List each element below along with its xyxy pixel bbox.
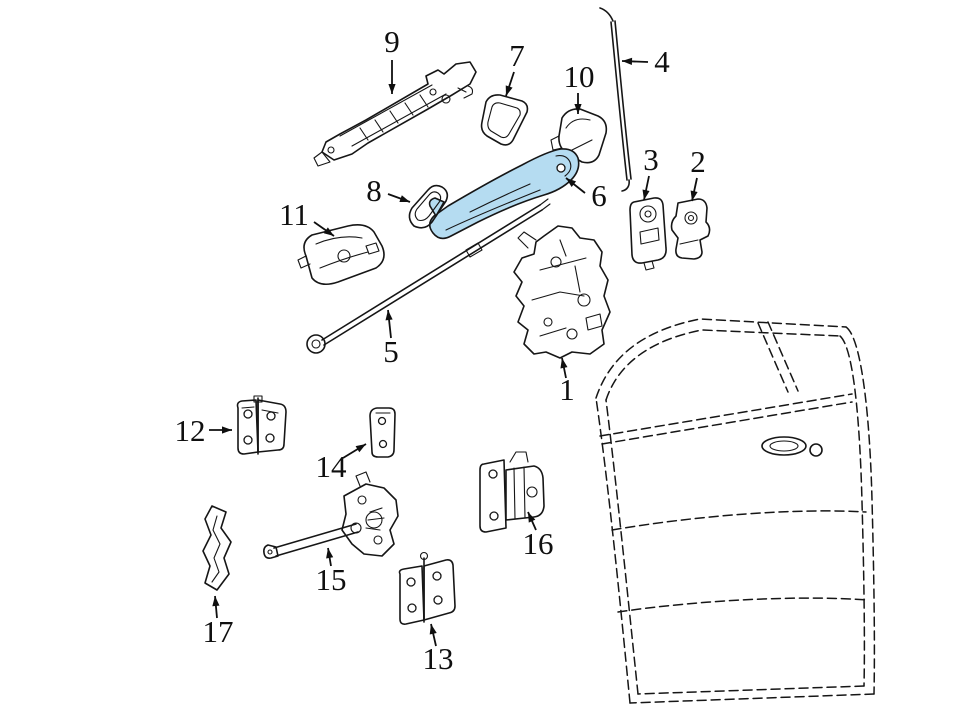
- door-handle-pivot-tab: [428, 197, 445, 217]
- part-drawing-17-guide-clip: [202, 505, 232, 591]
- part-drawing-1-door-lock: [513, 225, 611, 359]
- arrowhead: [212, 596, 220, 607]
- part-drawing-8-gasket: [408, 184, 449, 229]
- arrowhead: [566, 178, 577, 188]
- arrowhead: [505, 85, 513, 96]
- part-drawing-13-lower-hinge: [398, 551, 456, 625]
- callout-12[interactable]: 12: [175, 413, 206, 448]
- part-drawing-12-upper-hinge: [236, 395, 287, 455]
- part-drawing-5-cable-rod: [306, 198, 551, 354]
- callout-2[interactable]: 2: [690, 144, 706, 179]
- part-drawing-16-lock-striker: [479, 451, 545, 533]
- arrowhead: [385, 310, 393, 321]
- part-drawing-9-handle-carrier: [313, 61, 477, 167]
- callout-11[interactable]: 11: [279, 197, 309, 232]
- callout-7[interactable]: 7: [509, 38, 525, 73]
- door-handle-recess: [761, 436, 807, 456]
- arrowhead: [642, 189, 650, 200]
- callout-17[interactable]: 17: [203, 614, 234, 649]
- arrowhead: [323, 227, 334, 236]
- callout-labels: 1 2 3 4 5 6 7 8 9 10 11 12 13 14 15 16 1…: [175, 24, 706, 676]
- arrowhead: [690, 190, 698, 201]
- part-drawing-6-door-handle-highlighted[interactable]: [428, 148, 580, 240]
- callout-15[interactable]: 15: [316, 562, 347, 597]
- arrowhead: [355, 444, 366, 453]
- arrowhead: [528, 512, 536, 523]
- arrowhead: [429, 624, 437, 635]
- part-drawing-11-control-module: [297, 224, 385, 286]
- part-drawing-15-check-strap: [263, 471, 399, 559]
- arrowhead: [560, 358, 568, 369]
- arrowhead: [622, 57, 633, 65]
- arrowhead: [326, 548, 334, 559]
- callout-9[interactable]: 9: [384, 24, 400, 59]
- callout-16[interactable]: 16: [523, 526, 554, 561]
- arrowhead: [222, 426, 232, 434]
- door-lock-cylinder-mark: [809, 443, 823, 457]
- part-drawing-4-lock-rod: [599, 7, 632, 192]
- callout-6[interactable]: 6: [591, 178, 607, 213]
- callout-13[interactable]: 13: [423, 641, 454, 676]
- door-handle-shape[interactable]: [428, 148, 580, 240]
- callout-14[interactable]: 14: [316, 449, 348, 484]
- arrowhead: [399, 195, 410, 202]
- arrowhead: [388, 84, 396, 94]
- callout-arrows: [209, 57, 698, 647]
- callout-3[interactable]: 3: [643, 142, 659, 177]
- arrowhead: [574, 104, 582, 114]
- callout-8[interactable]: 8: [366, 173, 382, 208]
- callout-10[interactable]: 10: [564, 59, 595, 94]
- callout-4[interactable]: 4: [654, 44, 670, 79]
- part-drawing-7-cover-cap: [480, 94, 529, 146]
- part-drawing-2-striker-bracket: [670, 198, 711, 260]
- rear-door-outline: [595, 318, 876, 704]
- part-drawing-3-lock-catch: [629, 197, 667, 271]
- callout-5[interactable]: 5: [383, 334, 399, 369]
- callout-1[interactable]: 1: [559, 372, 575, 407]
- part-drawing-14-shim-plate: [369, 407, 396, 458]
